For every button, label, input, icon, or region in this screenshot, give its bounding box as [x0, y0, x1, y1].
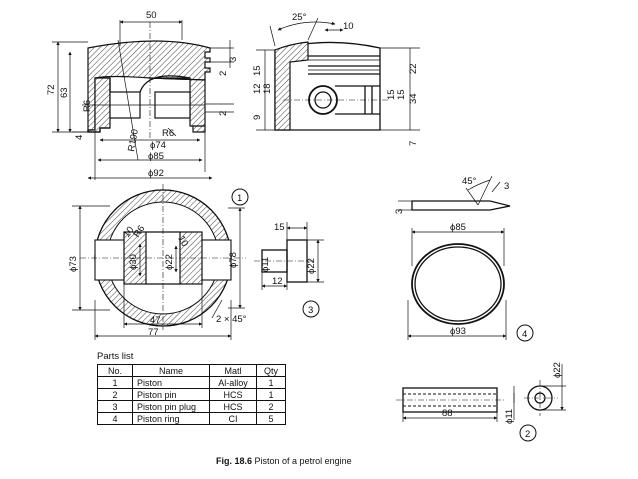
col-no: No. [97, 364, 133, 377]
pin-dim-d22: ϕ22 [552, 362, 563, 378]
cell-no: 4 [97, 412, 133, 425]
plan-dim-10b: 10 [175, 234, 190, 249]
cell-matl: HCS [209, 388, 257, 401]
ring-dim-3a: 3 [504, 181, 509, 192]
cell-qty: 5 [256, 412, 286, 425]
dim-h15-r2: 15 [396, 89, 407, 100]
table-row: 1 Piston Al-alloy 1 [97, 376, 286, 389]
dim-h9: 9 [252, 115, 263, 120]
plan-dim-d78: ϕ78 [228, 252, 239, 268]
parts-table: No. Name Matl Qty 1 Piston Al-alloy 1 2 … [97, 364, 286, 425]
cell-qty: 2 [256, 400, 286, 413]
plug-dim-15: 15 [274, 222, 285, 233]
cell-no: 2 [97, 388, 133, 401]
cell-matl: CI [209, 412, 257, 425]
pin-dim-d11: ϕ11 [504, 409, 515, 424]
dim-d92: ϕ92 [148, 168, 164, 179]
dim-4: 4 [74, 135, 85, 140]
dim-right-3: 3 [228, 57, 239, 62]
piston-ring: 45° 3 3 ϕ85 ϕ93 [394, 175, 511, 340]
plan-dim-d73: ϕ73 [68, 256, 79, 272]
piston-pin-plug: 15 ϕ11 12 ϕ22 [254, 222, 324, 290]
dim-h18: 18 [262, 83, 273, 94]
svg-text:2: 2 [525, 429, 530, 440]
dim-d74: ϕ74 [150, 140, 166, 151]
dim-width-10: 10 [343, 21, 354, 32]
dim-r190: R190 [126, 128, 141, 152]
plug-dim-d11: ϕ11 [260, 257, 271, 272]
svg-text:4: 4 [522, 329, 527, 340]
callout-4: 4 [516, 324, 534, 342]
dim-h22: 22 [408, 63, 419, 74]
dim-h15-left: 15 [252, 65, 263, 76]
cell-no: 3 [97, 400, 133, 413]
callout-3: 3 [302, 300, 320, 318]
dim-h15-r1: 15 [386, 89, 397, 100]
piston-side-view [274, 41, 390, 131]
cell-no: 1 [97, 376, 133, 389]
cell-name: Piston pin [132, 388, 210, 401]
dim-h34: 34 [408, 93, 419, 104]
cell-name: Piston pin plug [132, 400, 210, 413]
piston-pin: 88 ϕ22 ϕ11 [396, 362, 566, 424]
figure-number: Fig. 18.6 [216, 456, 253, 466]
front-view-dimensions: 50 72 63 R6 4 R190 R6 ϕ74 ϕ85 ϕ92 3 2 2 [46, 10, 239, 180]
plan-dim-77: 77 [148, 327, 159, 338]
ring-dim-d93: ϕ93 [450, 326, 466, 337]
table-row: 3 Piston pin plug HCS 2 [97, 400, 286, 413]
cell-name: Piston ring [132, 412, 210, 425]
dim-h7: 7 [408, 141, 419, 146]
table-row: 4 Piston ring CI 5 [97, 412, 286, 425]
col-qty: Qty [256, 364, 286, 377]
cell-matl: Al-alloy [209, 376, 257, 389]
plan-dimensions: ϕ73 ϕ30 ϕ22 ϕ78 10 R6 10 47 77 2 × 45° [68, 205, 247, 340]
dim-height-63: 63 [59, 87, 70, 98]
plan-dim-d30: ϕ30 [128, 254, 139, 270]
dim-r6-left: R6 [82, 100, 93, 112]
dim-d85: ϕ85 [148, 151, 164, 162]
plan-dim-47: 47 [150, 315, 161, 326]
table-row: 2 Piston pin HCS 1 [97, 388, 286, 401]
cell-qty: 1 [256, 376, 286, 389]
figure-title: Piston of a petrol engine [254, 456, 352, 466]
svg-text:1: 1 [237, 193, 242, 204]
dim-top-width: 50 [146, 10, 157, 21]
parts-header-row: No. Name Matl Qty [97, 364, 286, 377]
piston-front-half-section [87, 22, 211, 140]
svg-text:3: 3 [308, 305, 313, 316]
cell-qty: 1 [256, 388, 286, 401]
plan-dim-10a: 10 [121, 225, 136, 240]
side-view-dimensions: 25° 10 15 12 18 9 22 15 15 34 7 [252, 12, 420, 146]
plug-dim-d22: ϕ22 [306, 258, 317, 274]
plan-dim-chamfer: 2 × 45° [216, 314, 247, 325]
pin-dim-88: 88 [442, 408, 453, 419]
ring-dim-3b: 3 [394, 209, 405, 214]
parts-list: Parts list No. Name Matl Qty 1 Piston Al… [97, 351, 286, 425]
dim-r6-bottom: R6 [162, 128, 174, 139]
cell-name: Piston [132, 376, 210, 389]
ring-dim-45: 45° [462, 176, 477, 187]
dim-height-72: 72 [46, 84, 57, 95]
dim-right-2b: 2 [218, 111, 229, 116]
parts-list-caption: Parts list [97, 351, 134, 362]
ring-dim-d85: ϕ85 [450, 222, 466, 233]
plan-dim-d22: ϕ22 [164, 254, 175, 270]
figure-caption: Fig. 18.6 Piston of a petrol engine [216, 456, 352, 466]
cell-matl: HCS [209, 400, 257, 413]
callout-1: 1 [231, 188, 249, 206]
callout-2: 2 [519, 424, 537, 442]
col-name: Name [132, 364, 210, 377]
dim-h12: 12 [252, 83, 263, 94]
dim-angle-25: 25° [292, 12, 307, 23]
plug-dim-12: 12 [272, 276, 283, 287]
col-matl: Matl [209, 364, 257, 377]
dim-right-2a: 2 [218, 71, 229, 76]
